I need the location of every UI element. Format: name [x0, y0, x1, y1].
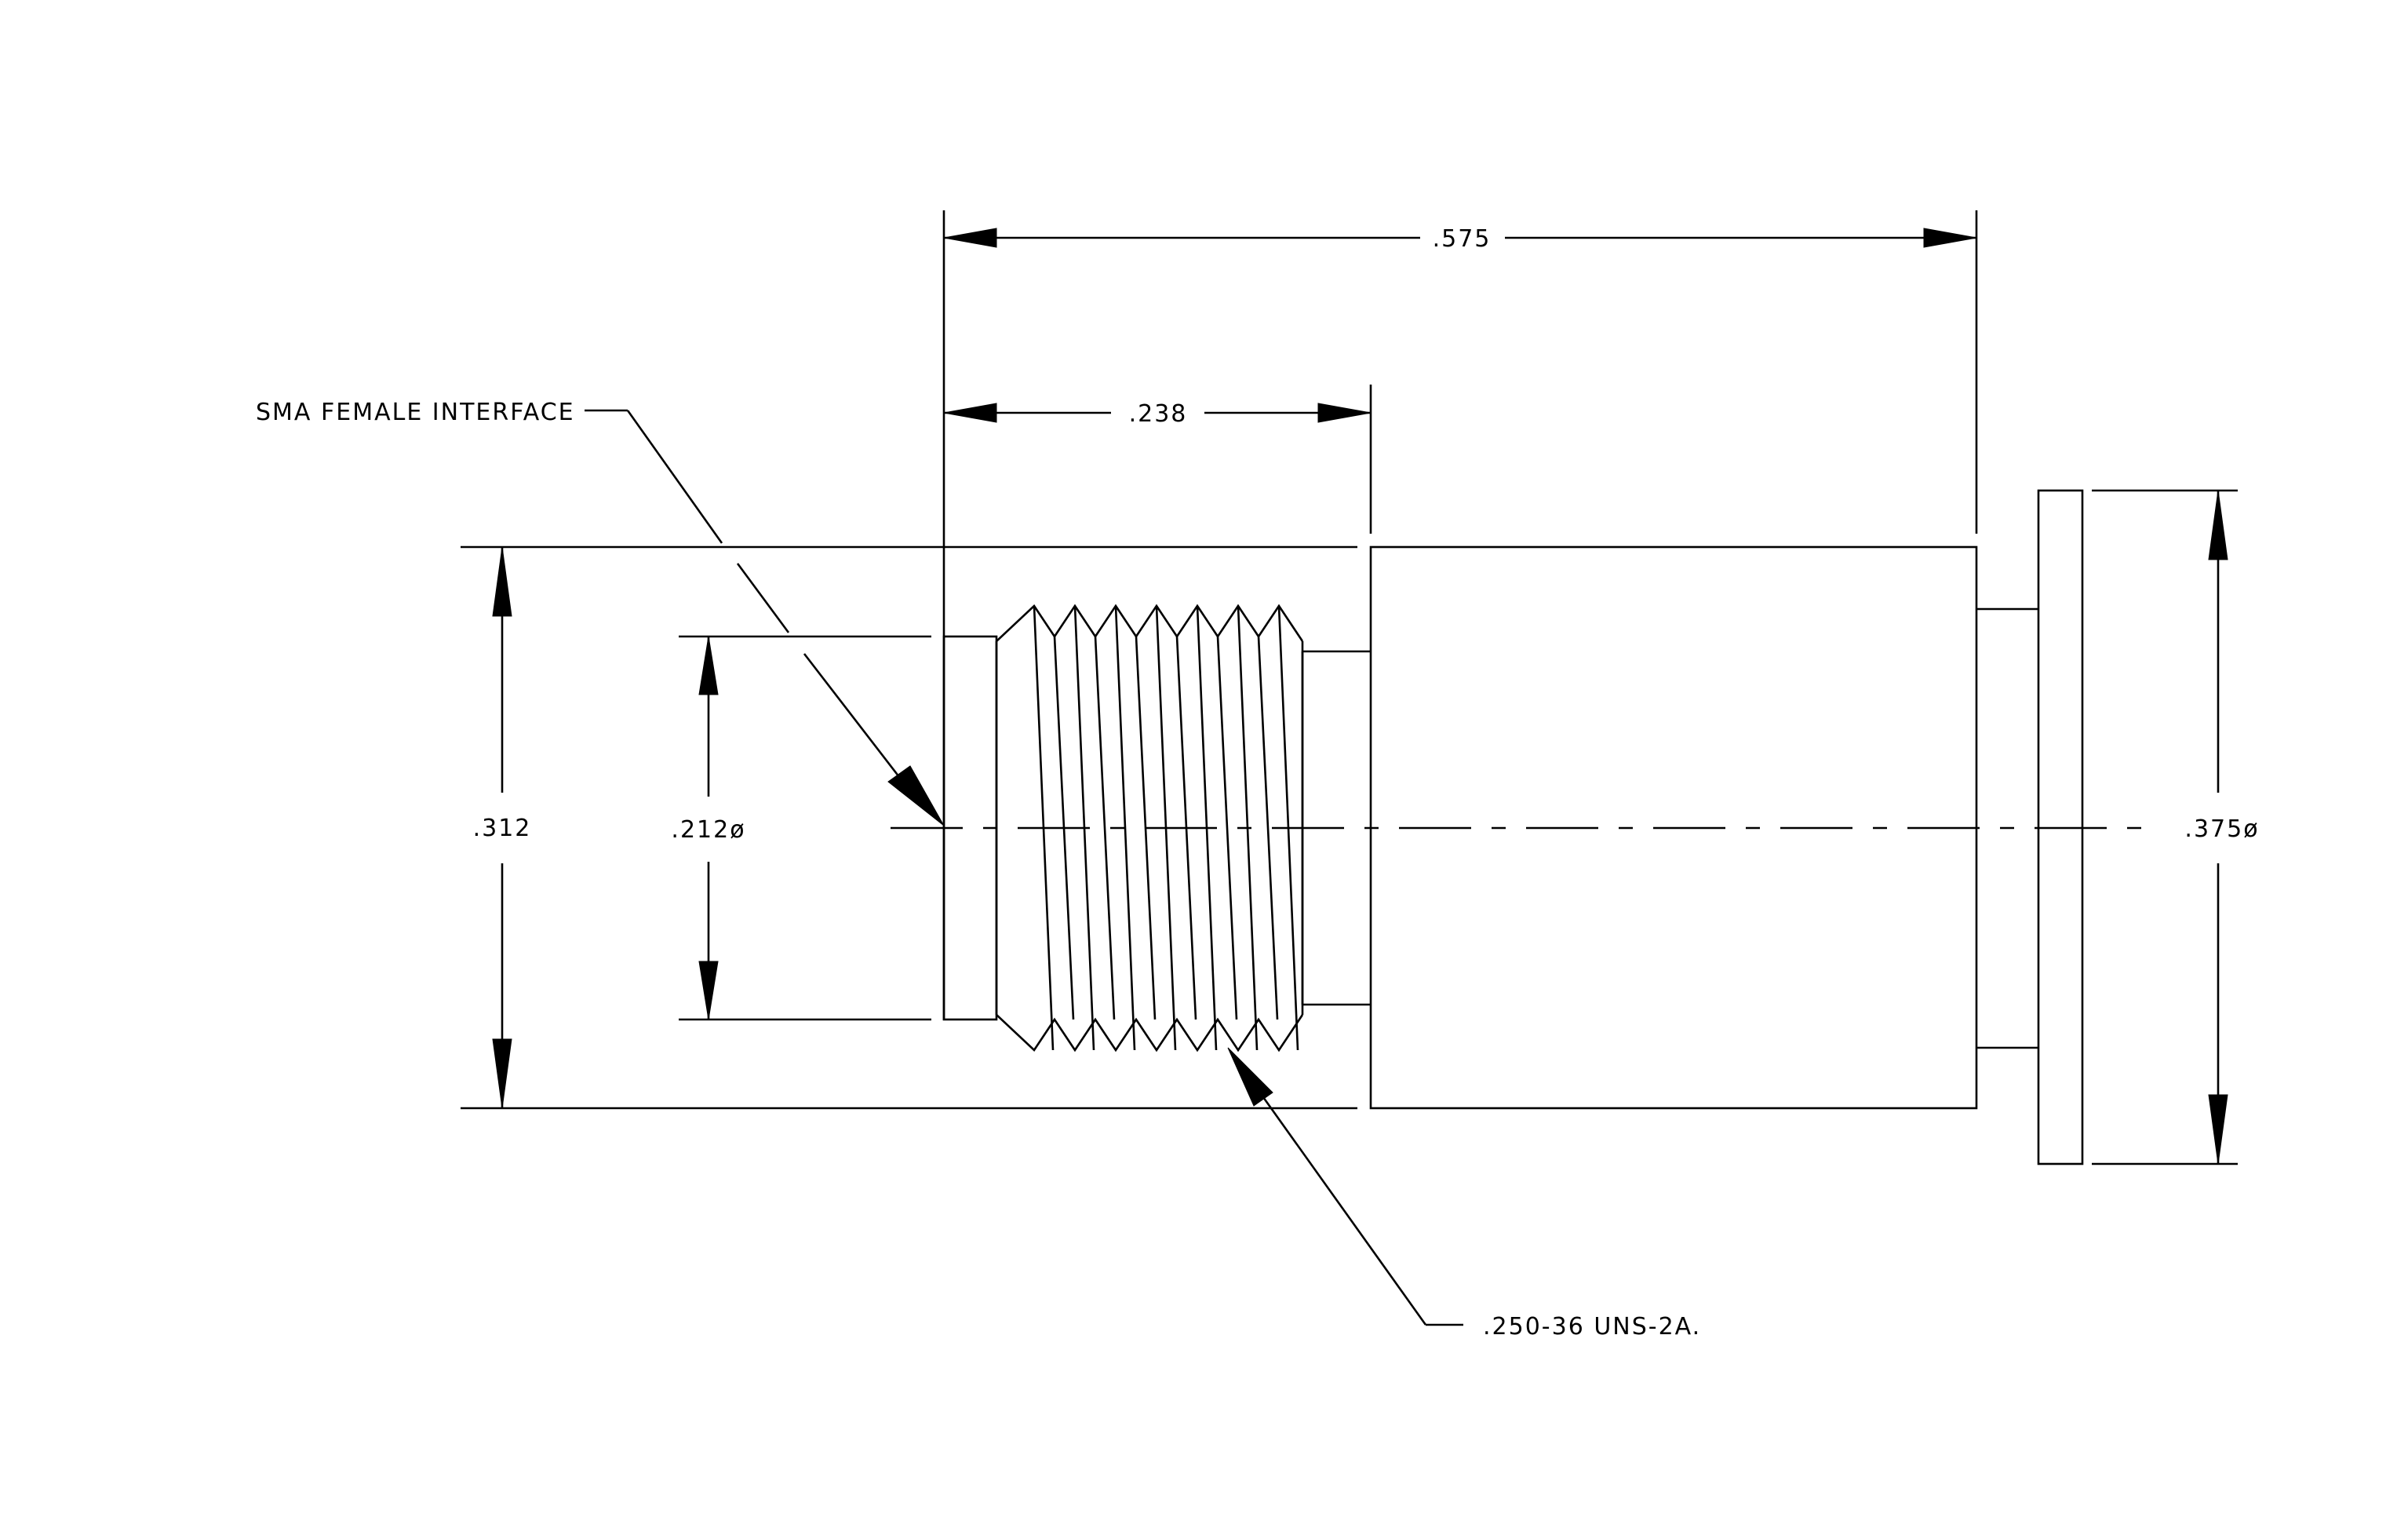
dimension-thread-diameter: .212ø [671, 636, 745, 1020]
leader-thread: .250-36 UNS-2A. [1227, 1047, 1701, 1340]
dimension-flange-diameter: .375ø [2166, 490, 2275, 1165]
callout-thread: .250-36 UNS-2A. [1483, 1313, 1701, 1340]
dim-label-flange-diameter: .375ø [2184, 815, 2259, 843]
dimension-body-height: .312 [473, 546, 532, 1109]
leader-interface: SMA FEMALE INTERFACE [256, 399, 945, 826]
extension-lines [461, 210, 2238, 1165]
flange [2037, 489, 2084, 1165]
callout-interface: SMA FEMALE INTERFACE [256, 399, 575, 426]
dim-label-thread-diameter: .212ø [671, 816, 745, 844]
dimension-overall-length: .575 [943, 225, 1977, 253]
thread-section [995, 604, 1304, 1052]
dim-label-overall-length: .575 [1433, 225, 1492, 253]
main-body [1369, 545, 1978, 1110]
dimension-interface-length: .238 [943, 400, 1372, 428]
neck [1976, 607, 2038, 1049]
dim-label-interface-length: .238 [1129, 400, 1188, 428]
dim-label-body-height: .312 [473, 815, 532, 842]
